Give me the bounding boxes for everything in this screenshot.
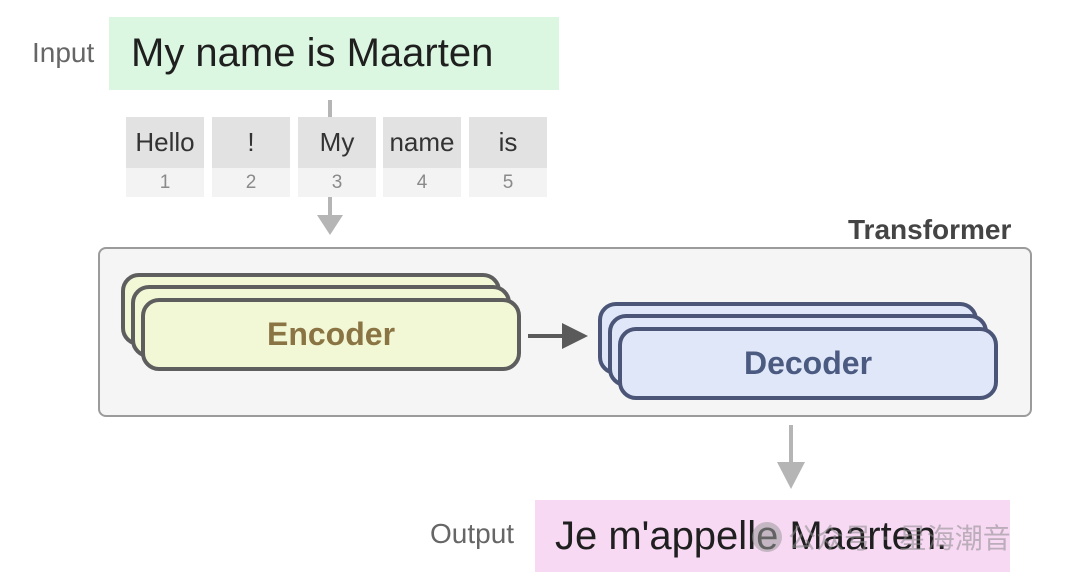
token-text: is xyxy=(469,117,547,168)
transformer-to-output-arrow-icon xyxy=(777,425,805,489)
token-text: Hello xyxy=(126,117,204,168)
output-label: Output xyxy=(430,518,515,549)
watermark-text: 公众号 · 星海潮音 xyxy=(788,522,1011,555)
transformer-label: Transformer xyxy=(848,214,1012,245)
encoder-block: Encoder xyxy=(141,298,521,371)
token-index: 4 xyxy=(383,168,461,197)
input-connector xyxy=(328,100,332,118)
token-index: 1 xyxy=(126,168,204,197)
token: is 5 xyxy=(469,117,547,197)
token-text: My xyxy=(298,117,376,168)
input-label: Input xyxy=(32,37,95,68)
token-text: ! xyxy=(212,117,290,168)
token: name 4 xyxy=(383,117,461,197)
token-index: 2 xyxy=(212,168,290,197)
token: My 3 xyxy=(298,117,376,197)
tokens-to-transformer-arrow-icon xyxy=(317,197,343,235)
encoder-to-decoder-arrow-icon xyxy=(528,323,588,349)
decoder-block: Decoder xyxy=(618,327,998,400)
token-index: 5 xyxy=(469,168,547,197)
watermark: 公众号 · 星海潮音 xyxy=(752,517,1011,557)
token-index: 3 xyxy=(298,168,376,197)
token: ! 2 xyxy=(212,117,290,197)
token: Hello 1 xyxy=(126,117,204,197)
token-text: name xyxy=(383,117,461,168)
watermark-logo-icon xyxy=(752,522,782,552)
input-text-box: My name is Maarten xyxy=(109,17,559,90)
